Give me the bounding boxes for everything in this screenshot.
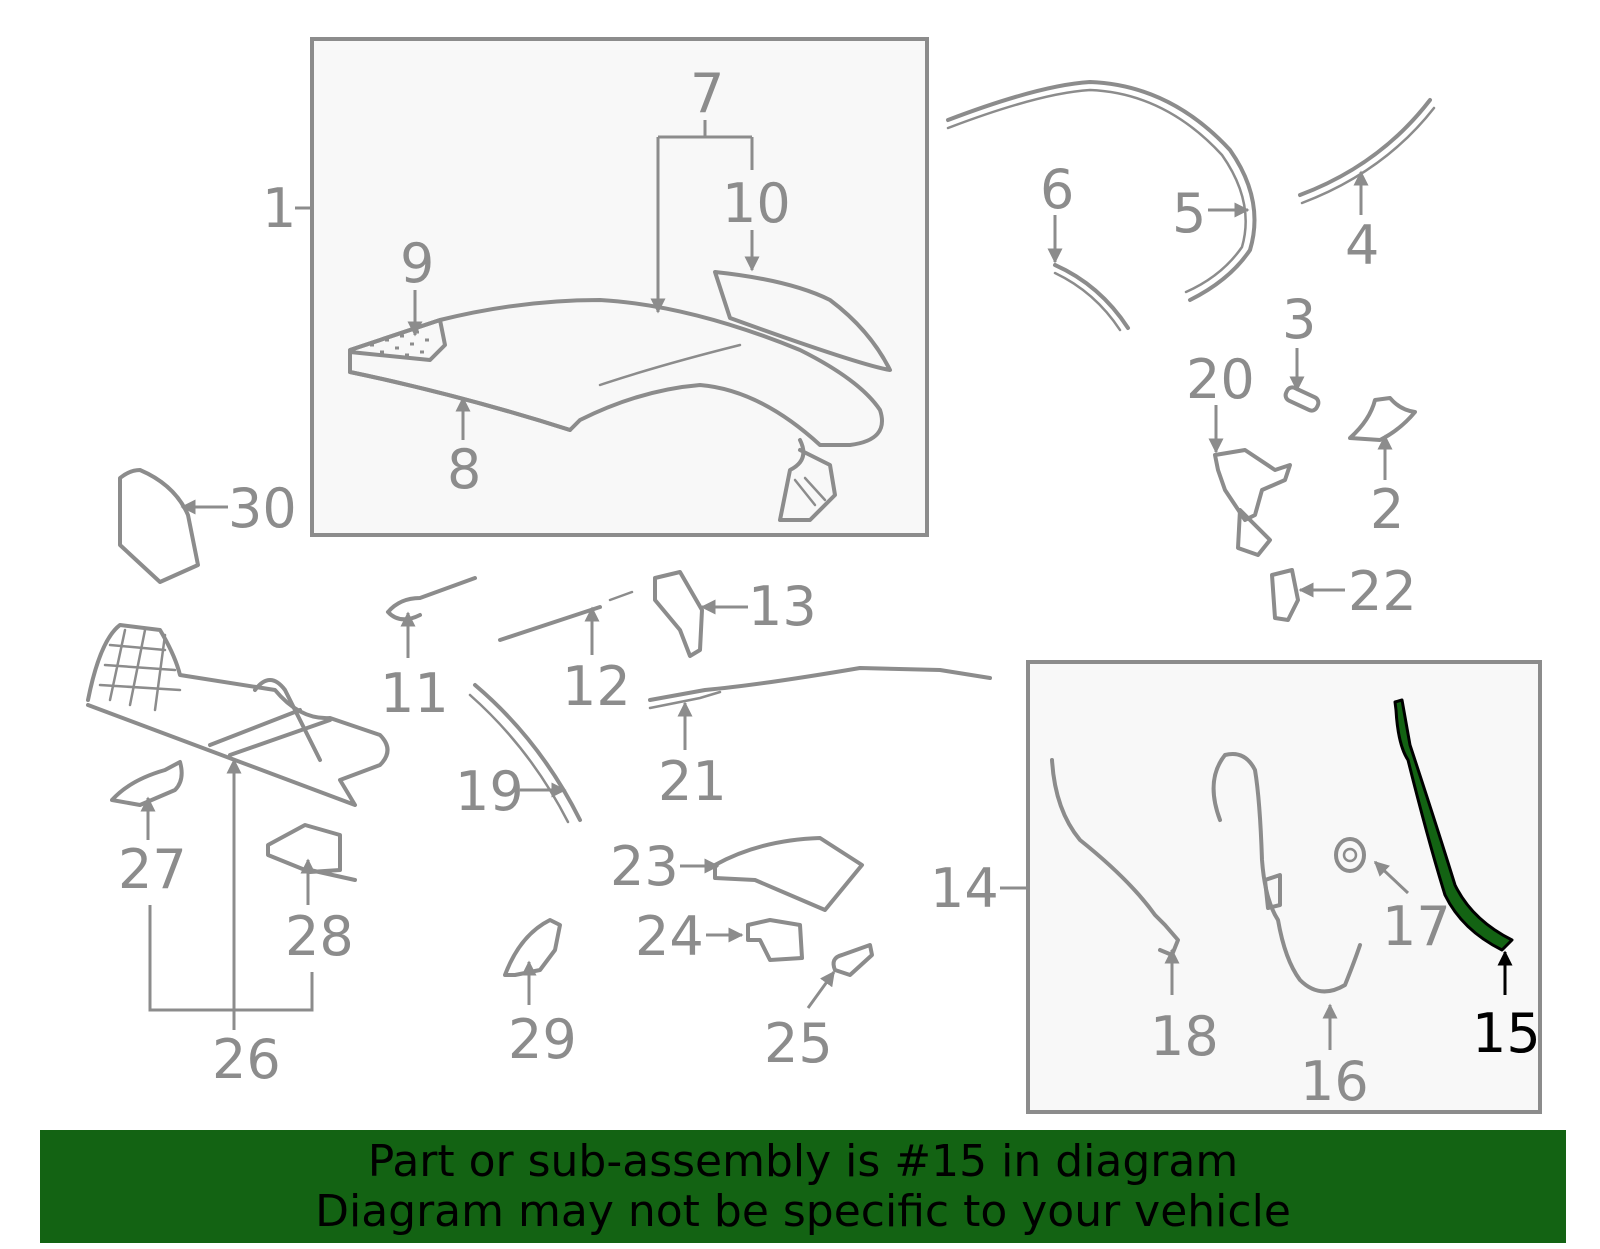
weatherstrip-15-highlighted[interactable]: [1393, 698, 1514, 952]
rear-window-shape: [713, 270, 892, 372]
label-20: 20: [1186, 348, 1255, 411]
label-8: 8: [447, 438, 481, 501]
label-18: 18: [1150, 1005, 1219, 1068]
seal-19-shape: [473, 683, 582, 822]
cover-23-shape: [713, 836, 864, 912]
label-28: 28: [285, 905, 354, 968]
label-21: 21: [658, 750, 727, 813]
label-3: 3: [1282, 288, 1316, 351]
label-12: 12: [562, 655, 631, 718]
label-6: 6: [1040, 158, 1074, 221]
frame-26-shape: [86, 623, 390, 807]
bracket-28-shape: [266, 823, 357, 882]
bracket-27-shape: [110, 760, 184, 807]
label-5: 5: [1172, 182, 1206, 245]
label-10: 10: [722, 172, 791, 235]
rod-11-shape: [386, 576, 477, 622]
motor-20-shape: [1213, 448, 1292, 557]
seal-6-shape: [1053, 263, 1130, 330]
label-22: 22: [1348, 560, 1417, 623]
label-2: 2: [1370, 478, 1404, 541]
cable-21-shape: [648, 666, 992, 702]
label-30: 30: [228, 477, 297, 540]
label-11: 11: [380, 662, 449, 725]
label-16: 16: [1300, 1050, 1369, 1113]
label-17: 17: [1382, 895, 1451, 958]
label-24: 24: [635, 905, 704, 968]
leader-lines: [140, 120, 1513, 1050]
pin-3-shape: [1283, 385, 1321, 413]
seal-5-shape: [946, 80, 1257, 302]
bracket-24-shape: [746, 918, 804, 962]
rod-12-shape: [498, 605, 602, 642]
label-9: 9: [400, 232, 434, 295]
bracket-2-shape: [1348, 396, 1417, 442]
label-4: 4: [1345, 214, 1379, 277]
label-25: 25: [764, 1012, 833, 1075]
assembly-box-top: [310, 37, 929, 537]
cover-22-shape: [1270, 568, 1300, 622]
banner-line-part-number: Part or sub-assembly is #15 in diagram: [367, 1135, 1239, 1187]
label-23: 23: [610, 835, 679, 898]
pad-30-shape: [118, 468, 200, 584]
latch-29-shape: [503, 918, 562, 977]
banner-line-disclaimer: Diagram may not be specific to your vehi…: [315, 1185, 1291, 1237]
grommet-17-shape: [1334, 837, 1366, 873]
assembly-box-lower-right: [1026, 660, 1542, 1114]
wire-18-shape: [1050, 758, 1180, 957]
label-26: 26: [212, 1028, 281, 1091]
label-15-highlighted[interactable]: 15: [1472, 1002, 1541, 1065]
info-banner: Part or sub-assembly is #15 in diagram D…: [40, 1130, 1566, 1243]
label-1: 1: [262, 177, 296, 240]
label-7: 7: [690, 62, 724, 125]
bracket-13-shape: [653, 570, 704, 658]
label-13: 13: [748, 575, 817, 638]
seal-4-shape: [1298, 98, 1432, 197]
bolt-25-shape: [831, 943, 874, 977]
label-29: 29: [508, 1008, 577, 1071]
label-27: 27: [118, 838, 187, 901]
label-14: 14: [930, 857, 999, 920]
label-19: 19: [455, 760, 524, 823]
